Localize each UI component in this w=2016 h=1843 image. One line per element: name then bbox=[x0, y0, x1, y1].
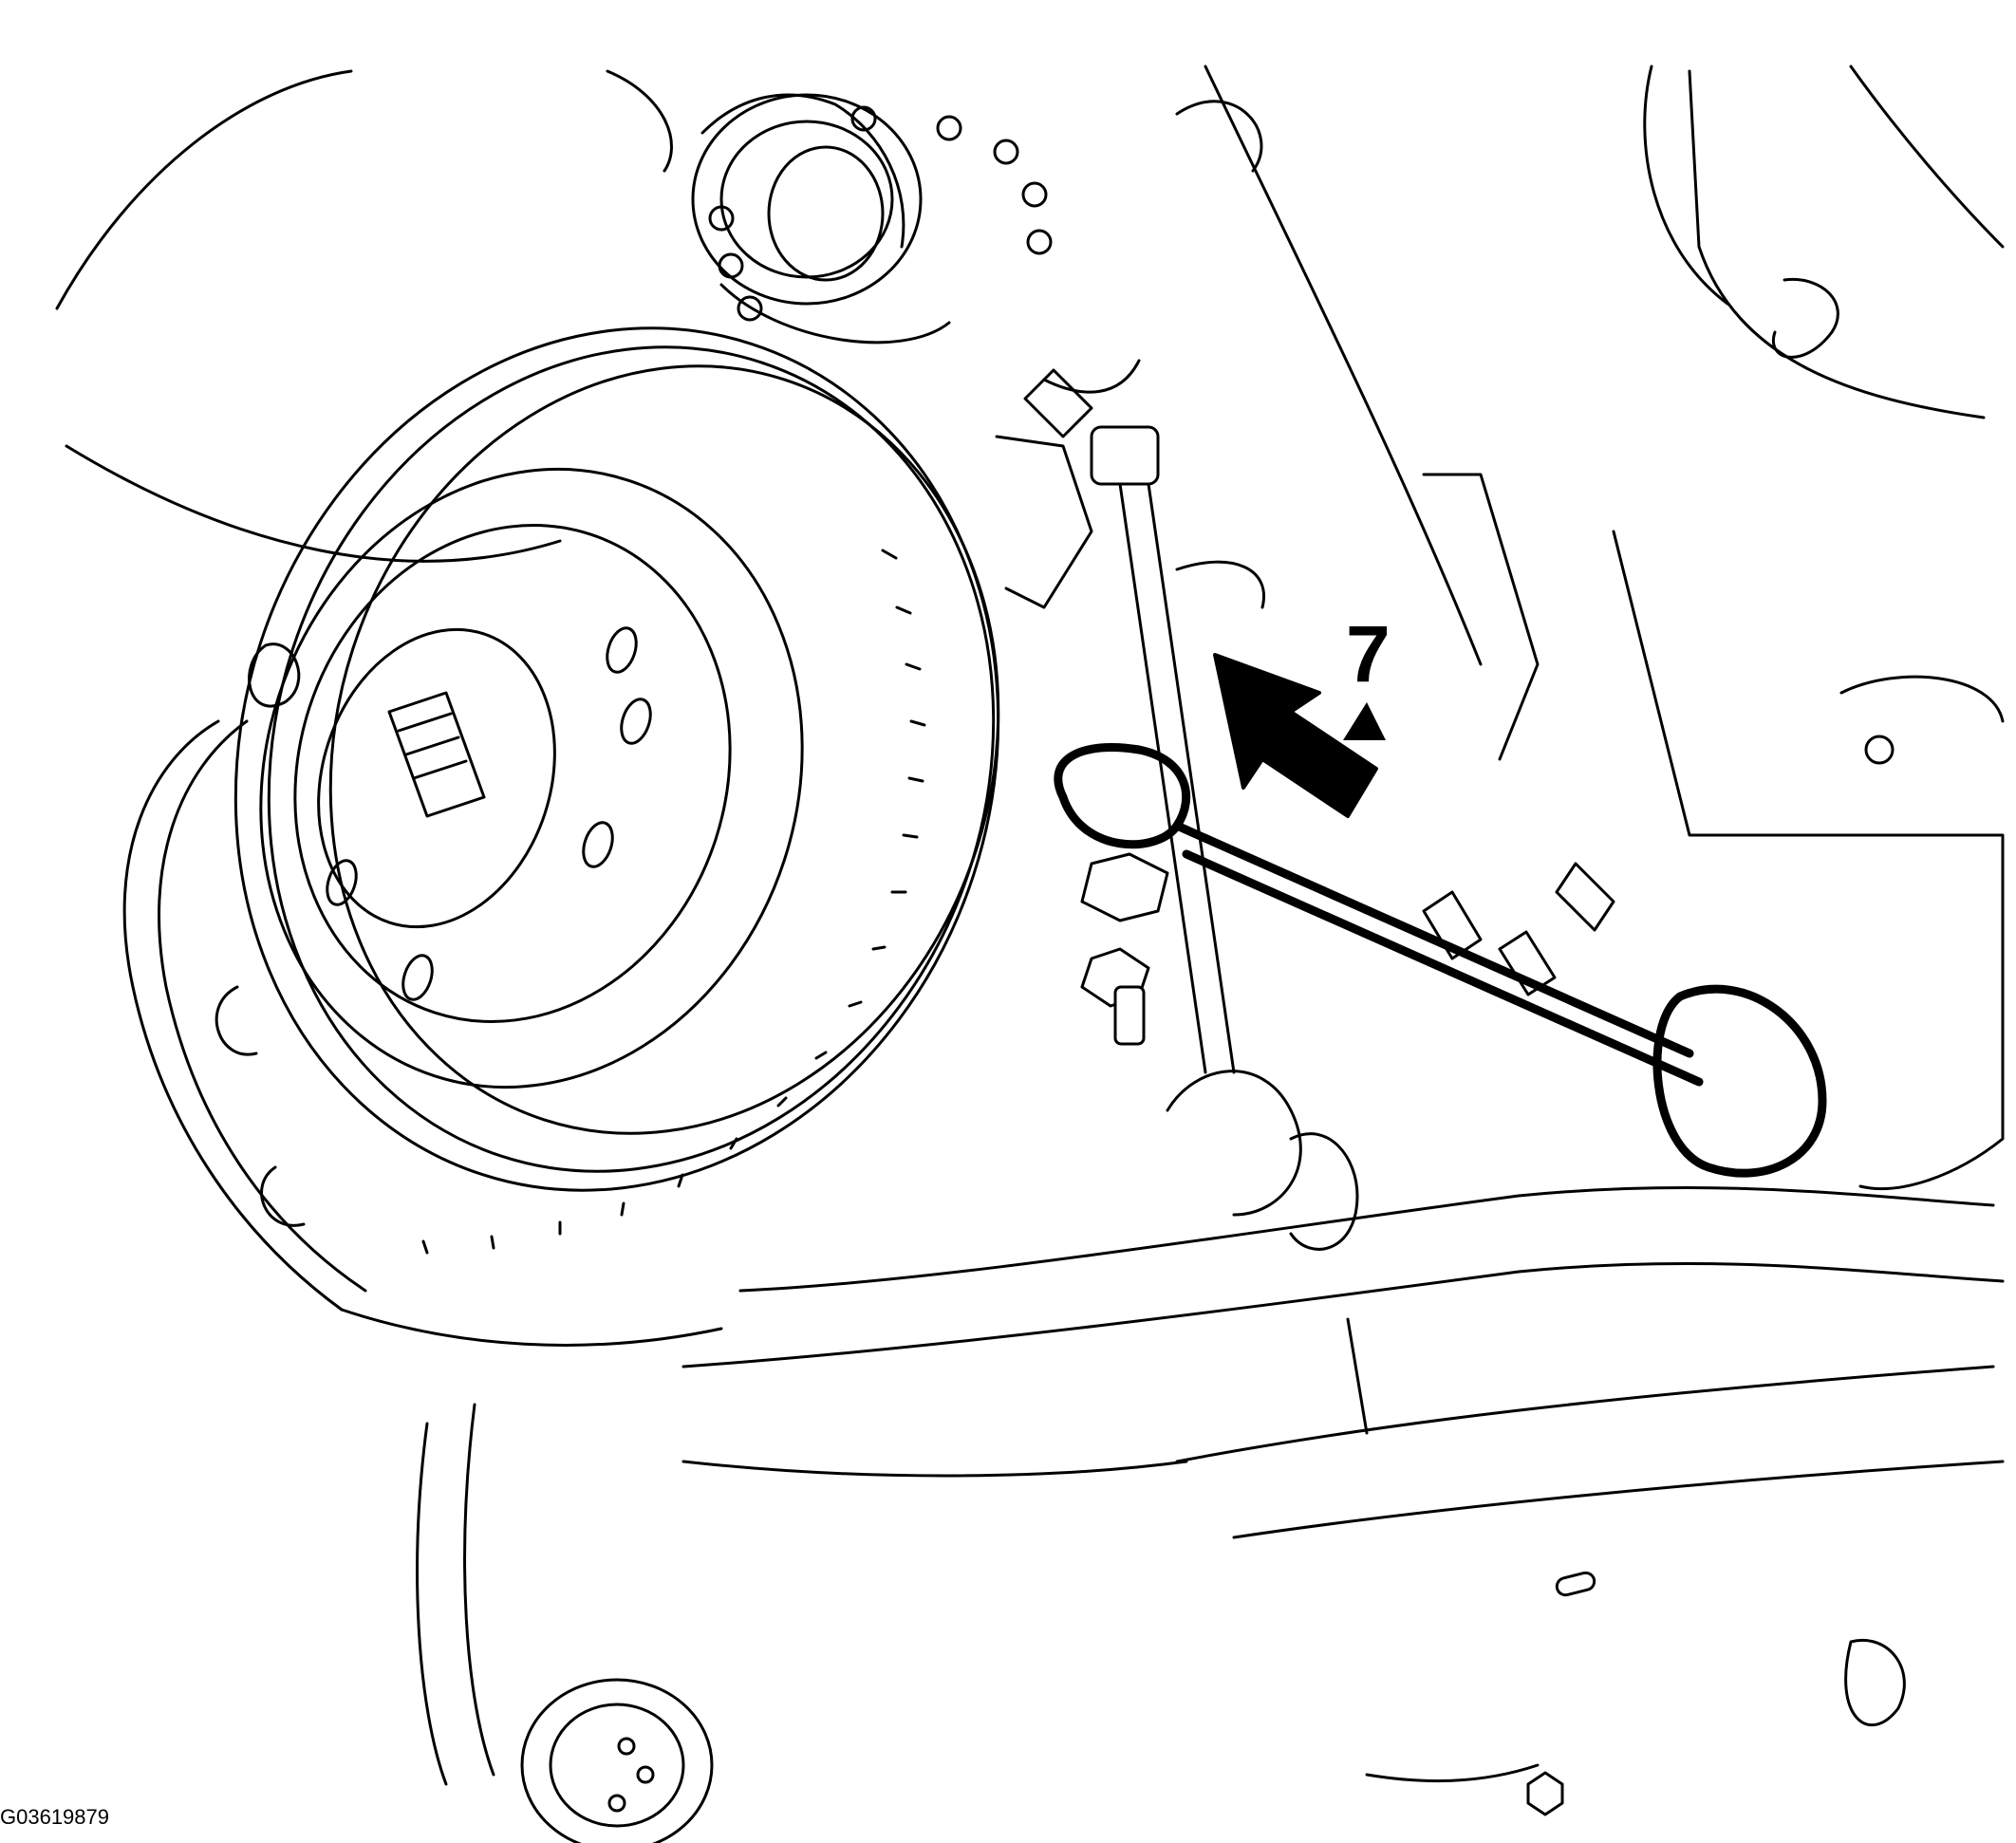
callout-number: 7 bbox=[1346, 609, 1391, 698]
wheel-hub bbox=[317, 626, 652, 1001]
control-arm bbox=[681, 1070, 2005, 1539]
frame-bracket bbox=[1175, 473, 2005, 1191]
drive-flange bbox=[691, 93, 1053, 344]
brake-disc bbox=[233, 326, 1000, 1255]
figure-id: G03619879 bbox=[0, 1805, 109, 1829]
subframe bbox=[416, 1403, 1906, 1843]
pointer-arrow-icon bbox=[1213, 653, 1386, 818]
dust-shield bbox=[122, 642, 723, 1347]
lower-bolt bbox=[1080, 852, 1169, 1046]
body-outline bbox=[55, 65, 2005, 666]
tie-rod-assembly bbox=[1054, 742, 1827, 1178]
steering-knuckle bbox=[995, 359, 1236, 1074]
